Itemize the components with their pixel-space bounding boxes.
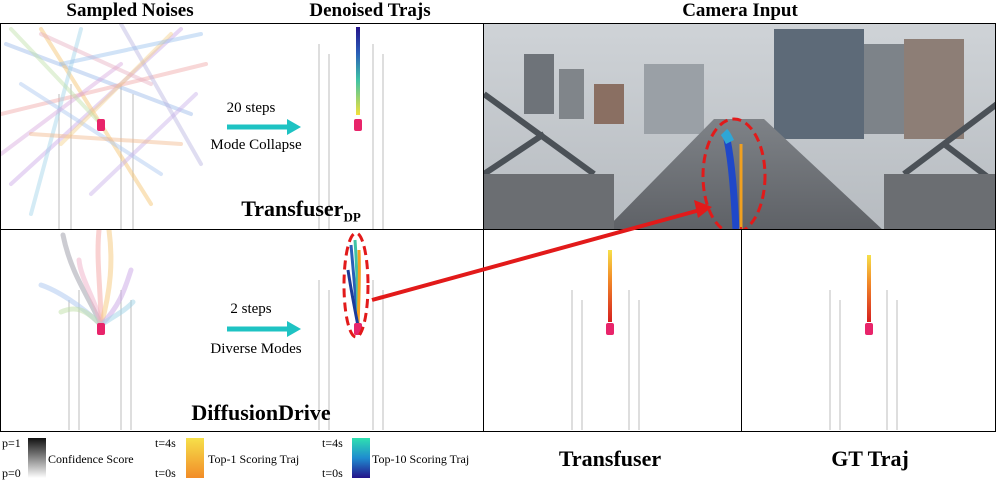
note-label-2: Diverse Modes: [210, 341, 302, 357]
legend-t0-top1: t=0s: [155, 466, 176, 480]
panel-transfuser: [483, 229, 742, 432]
method-name-2: DiffusionDrive: [191, 400, 331, 425]
legend-top10-scoring: Top-10 Scoring Traj: [372, 452, 470, 466]
legend-t0-top10: t=0s: [322, 466, 343, 480]
panel-transfuser-dp: 20 steps Mode Collapse TransfuserDP: [0, 23, 484, 230]
legend-t4-top1: t=4s: [155, 436, 176, 450]
legend-confidence-score: Confidence Score: [48, 452, 134, 466]
top1-colorbar: [186, 438, 204, 478]
steps-label-1: 20 steps: [226, 100, 276, 116]
legend-top1-scoring: Top-1 Scoring Traj: [208, 452, 300, 466]
method-name-1: Transfuser: [241, 196, 344, 221]
legend-t4-top10: t=4s: [322, 436, 343, 450]
legend-p1: p=1: [2, 436, 21, 450]
top10-colorbar: [352, 438, 370, 478]
bev-map-diffusiondrive: [38, 230, 384, 430]
bev-map-gt: [829, 255, 898, 430]
header-denoised-trajs: Denoised Trajs: [309, 0, 431, 21]
camera-input-panel: [483, 23, 996, 230]
header-camera-input: Camera Input: [682, 0, 798, 21]
panel-gt-traj: [741, 229, 996, 432]
header-sampled-noises: Sampled Noises: [66, 0, 194, 21]
camera-image: [484, 24, 995, 229]
confidence-colorbar: [28, 438, 46, 478]
legend-p0: p=0: [2, 466, 21, 480]
note-label-1: Mode Collapse: [210, 137, 302, 153]
bev-map-noises: [1, 24, 384, 229]
label-gt-traj: GT Traj: [831, 446, 909, 471]
panel-diffusiondrive: 2 steps Diverse Modes DiffusionDrive: [0, 229, 484, 432]
method-label-transfuser-dp: TransfuserDP: [181, 196, 421, 225]
label-transfuser: Transfuser: [558, 446, 662, 471]
method-sub-1: DP: [343, 209, 361, 225]
method-label-diffusiondrive: DiffusionDrive: [151, 400, 371, 426]
bev-map-transfuser: [571, 250, 640, 430]
steps-label-2: 2 steps: [230, 301, 272, 317]
